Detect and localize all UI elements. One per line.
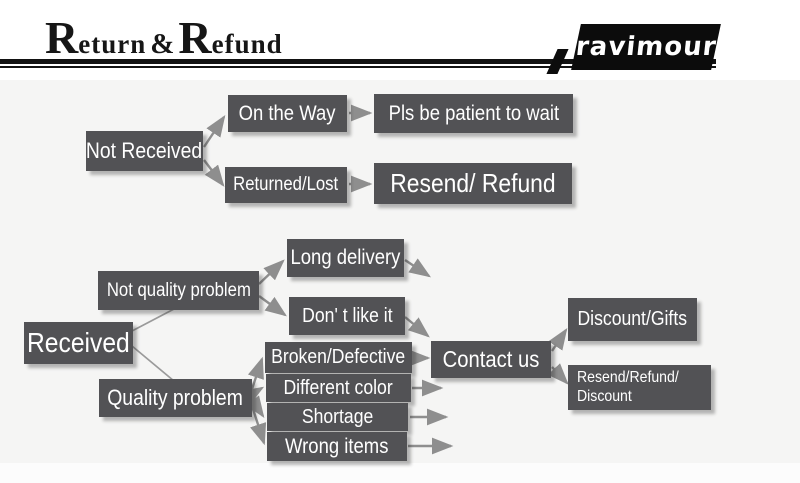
node-different-color: Different color <box>266 374 411 402</box>
node-discount-gifts: Discount/Gifts <box>568 298 697 341</box>
node-different-color-label: Different color <box>283 376 394 399</box>
node-received-label: Received <box>27 327 130 358</box>
node-quality-problem-label: Quality problem <box>107 385 244 410</box>
node-dont-like-it-label: Don' t like it <box>301 304 393 327</box>
node-not-received: Not Received <box>86 131 203 171</box>
node-shortage: Shortage <box>267 403 408 431</box>
title-initial-2: R <box>178 12 212 63</box>
node-long-delivery: Long delivery <box>287 239 404 277</box>
title-initial-1: R <box>45 12 79 63</box>
node-quality-problem: Quality problem <box>99 379 252 417</box>
bottom-margin <box>0 463 800 483</box>
node-received: Received <box>24 322 133 364</box>
node-not-quality-problem-label: Not quality problem <box>106 279 251 301</box>
brand-logo: ravimour <box>571 24 721 70</box>
node-returned-lost-label: Returned/Lost <box>233 174 339 195</box>
page-title: Return&Refund <box>45 14 283 64</box>
node-dont-like-it: Don' t like it <box>289 297 405 335</box>
header: Return&Refund ravimour <box>0 0 800 80</box>
title-part-2: efund <box>211 29 283 59</box>
node-contact-us: Contact us <box>431 341 551 378</box>
node-broken-defective: Broken/Defective <box>265 342 412 373</box>
node-wrong-items-label: Wrong items <box>285 434 389 458</box>
node-shortage-label: Shortage <box>301 405 374 428</box>
header-divider <box>0 59 716 68</box>
node-pls-be-patient: Pls be patient to wait <box>374 94 573 133</box>
node-resend-refund: Resend/ Refund <box>374 163 572 204</box>
node-resend-refund-label: Resend/ Refund <box>390 168 556 198</box>
node-on-the-way-label: On the Way <box>239 101 336 125</box>
node-long-delivery-label: Long delivery <box>290 246 401 269</box>
node-discount-gifts-label: Discount/Gifts <box>577 308 688 330</box>
node-not-received-label: Not Received <box>86 138 203 163</box>
title-part-1: eturn <box>78 29 147 59</box>
node-returned-lost: Returned/Lost <box>225 167 347 203</box>
node-wrong-items: Wrong items <box>267 432 407 461</box>
node-contact-us-label: Contact us <box>442 346 540 372</box>
brand-logo-text: ravimour <box>574 32 718 62</box>
title-ampersand: & <box>150 28 175 60</box>
node-resend-refund-discount-line2: Discount <box>577 387 632 405</box>
node-resend-refund-discount-line1: Resend/Refund/ <box>577 369 679 387</box>
node-broken-defective-label: Broken/Defective <box>271 346 406 368</box>
node-resend-refund-discount: Resend/Refund/ Discount <box>568 365 711 410</box>
node-not-quality-problem: Not quality problem <box>98 271 259 310</box>
node-on-the-way: On the Way <box>228 95 347 132</box>
node-pls-be-patient-label: Pls be patient to wait <box>388 101 559 125</box>
